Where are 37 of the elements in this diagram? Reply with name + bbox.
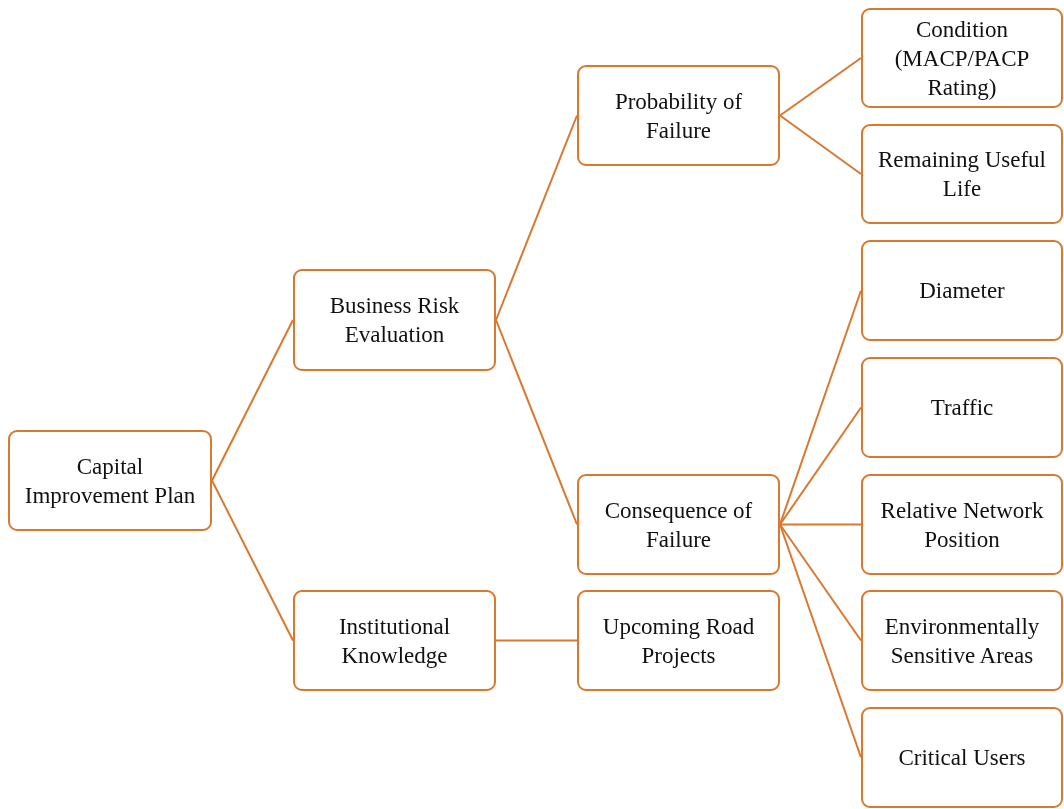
connector-line — [779, 523, 862, 759]
node-label: Institutional Knowledge — [337, 612, 452, 670]
node-label: Critical Users — [898, 744, 1026, 772]
connector-line — [495, 114, 578, 321]
process-box — [861, 8, 1063, 108]
connector-line — [211, 319, 294, 482]
node-label: Probability of Failure — [613, 87, 744, 145]
process-box — [861, 240, 1063, 341]
process-box — [861, 590, 1063, 691]
node-label: Environmentally Sensitive Areas — [883, 612, 1041, 670]
node-label: Relative Network Position — [879, 496, 1045, 554]
node-label: Consequence of Failure — [603, 496, 754, 554]
node-label: Upcoming Road Projects — [601, 612, 756, 670]
node-label: Diameter — [919, 277, 1005, 305]
process-box — [861, 124, 1063, 224]
process-box — [577, 590, 780, 691]
process-box — [8, 430, 212, 531]
process-box — [293, 269, 496, 371]
process-box — [861, 707, 1063, 808]
node-label: Business Risk Evaluation — [328, 292, 461, 349]
connector-line — [779, 523, 862, 642]
node-label: Remaining Useful Life — [877, 146, 1047, 203]
connector-line — [779, 57, 862, 117]
node-label: Capital Improvement Plan — [23, 452, 197, 510]
connector-line — [211, 479, 294, 642]
connector-line — [779, 406, 862, 526]
process-box — [577, 474, 780, 575]
connector-line — [779, 523, 862, 526]
node-label: Condition (MACP/PACP Rating) — [893, 15, 1031, 102]
connector-line — [495, 319, 578, 526]
connector-line — [779, 114, 862, 175]
process-box — [861, 474, 1063, 575]
process-box — [861, 357, 1063, 458]
process-box — [293, 590, 496, 691]
node-label: Traffic — [930, 394, 994, 422]
connector-line — [495, 639, 578, 642]
process-box — [577, 65, 780, 166]
